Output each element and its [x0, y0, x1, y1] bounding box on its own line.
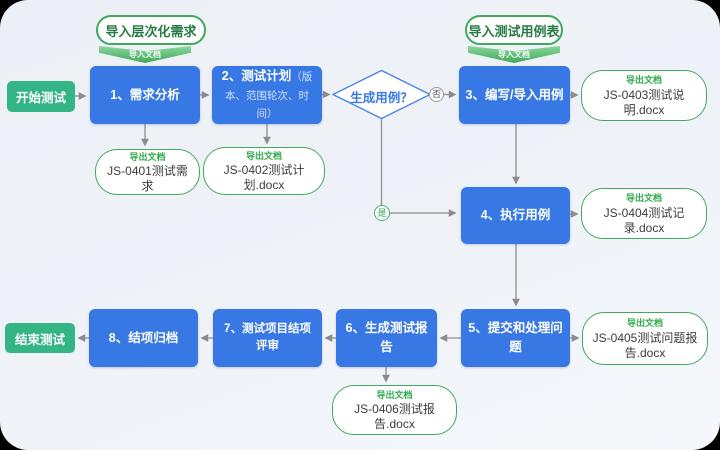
import-pill-testcases-label: 导入测试用例表 [468, 23, 560, 39]
step-5-label: 5、提交和处理问题 [468, 321, 563, 354]
doc-js0404: 导出文档 JS-0404测试记录.docx [581, 188, 707, 239]
import-pill-requirements-label: 导入层次化需求 [105, 23, 197, 39]
doc-js0403-tag: 导出文档 [625, 75, 662, 86]
step-1-requirements-analysis: 1、需求分析 [90, 66, 200, 124]
doc-js0405-tag: 导出文档 [626, 318, 663, 329]
doc-js0405-name: JS-0405测试问题报告.docx [592, 330, 698, 360]
doc-js0401-name: JS-0401测试需求 [107, 164, 188, 194]
step-4-label: 4、执行用例 [480, 208, 551, 223]
doc-js0406-name: JS-0406测试报告.docx [354, 402, 435, 432]
doc-js0406-tag: 导出文档 [376, 389, 413, 400]
step-5-submit-handle-issues: 5、提交和处理问题 [461, 309, 570, 367]
doc-js0404-tag: 导出文档 [625, 193, 662, 204]
import-document-badge-1-label: 导入文档 [129, 50, 161, 59]
step-4-execute-cases: 4、执行用例 [461, 187, 570, 244]
doc-js0406: 导出文档 JS-0406测试报告.docx [332, 385, 457, 435]
end-terminal: 结束测试 [5, 323, 75, 353]
step-7-label: 7、测试项目结项评审 [224, 322, 311, 352]
doc-js0402: 导出文档 JS-0402测试计划.docx [203, 147, 325, 195]
step-8-archive: 8、结项归档 [89, 309, 198, 367]
doc-js0403: 导出文档 JS-0403测试说明.docx [581, 70, 707, 121]
doc-js0401-tag: 导出文档 [129, 151, 166, 162]
step-7-closure-review: 7、测试项目结项评审 [213, 309, 322, 367]
doc-js0405: 导出文档 JS-0405测试问题报告.docx [582, 312, 708, 365]
step-2-note: （版本、范围轮次、时间） [225, 70, 313, 121]
end-terminal-label: 结束测试 [14, 332, 65, 347]
doc-js0403-name: JS-0403测试说明.docx [603, 87, 685, 117]
step-2-test-plan: 2、测试计划（版本、范围轮次、时间） [212, 66, 322, 124]
step-3-label: 3、编写/导入用例 [465, 87, 564, 102]
doc-js0402-name: JS-0402测试计划.docx [223, 163, 305, 193]
step-6-generate-report: 6、生成测试报告 [336, 309, 437, 367]
step-6-label: 6、生成测试报告 [345, 321, 428, 354]
start-terminal-label: 开始测试 [15, 91, 66, 105]
step-8-label: 8、结项归档 [108, 330, 179, 345]
doc-js0401: 导出文档 JS-0401测试需求 [95, 149, 200, 195]
step-3-write-import-cases: 3、编写/导入用例 [459, 66, 570, 124]
import-pill-requirements: 导入层次化需求 [96, 15, 206, 45]
doc-js0404-name: JS-0404测试记录.docx [603, 205, 685, 235]
import-pill-testcases: 导入测试用例表 [465, 15, 563, 45]
step-2-label: 2、测试计划 [221, 68, 292, 83]
branch-yes: 是 [374, 205, 390, 221]
branch-no: 否 [429, 87, 444, 102]
decision-label: 生成用例？ [350, 91, 413, 105]
start-terminal: 开始测试 [7, 81, 75, 112]
step-1-label: 1、需求分析 [110, 87, 180, 102]
import-document-badge-2-label: 导入文档 [498, 50, 530, 59]
doc-js0402-tag: 导出文档 [245, 150, 282, 161]
